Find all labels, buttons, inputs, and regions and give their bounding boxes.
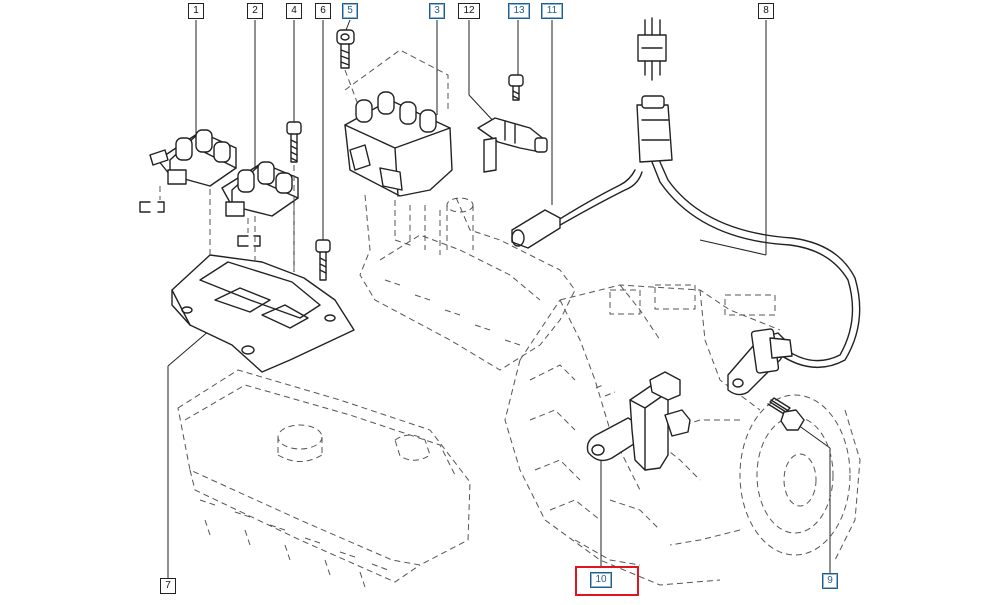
callout-11-link[interactable]: 11 — [541, 3, 563, 19]
crankshaft-sensor-10 — [586, 371, 691, 471]
leader-lines — [167, 19, 831, 578]
ignition-coil-1 — [139, 129, 237, 213]
callout-1: 1 — [188, 3, 204, 19]
callout-6: 6 — [315, 3, 331, 19]
sensor-11 — [511, 169, 643, 249]
gearbox-outline — [504, 284, 861, 586]
callout-13-link[interactable]: 13 — [508, 3, 530, 19]
coil-block-3 — [344, 91, 453, 197]
callout-8: 8 — [758, 3, 774, 19]
screw-6 — [315, 239, 331, 281]
callout-12: 12 — [458, 3, 480, 19]
selected-callout-highlight — [575, 566, 639, 596]
callout-7: 7 — [160, 578, 176, 594]
callout-5-link[interactable]: 5 — [342, 3, 358, 19]
screw-4 — [286, 121, 302, 272]
sensor-8-body — [727, 328, 793, 396]
callout-10-link[interactable]: 10 — [590, 572, 612, 588]
cylinder-head-outline — [177, 369, 471, 588]
sensor-12 — [477, 117, 548, 173]
coil-bracket-7 — [171, 186, 355, 373]
callout-3-link[interactable]: 3 — [429, 3, 445, 19]
ignition-coil-2 — [221, 161, 299, 247]
reference-markers — [595, 383, 616, 397]
connector-8 — [636, 17, 861, 369]
screw-5 — [336, 29, 361, 111]
callout-9-link[interactable]: 9 — [822, 573, 838, 589]
screw-13 — [508, 74, 524, 101]
engine-cover-outline — [344, 49, 576, 371]
bolt-9 — [767, 397, 805, 431]
callout-4: 4 — [286, 3, 302, 19]
callout-2: 2 — [247, 3, 263, 19]
